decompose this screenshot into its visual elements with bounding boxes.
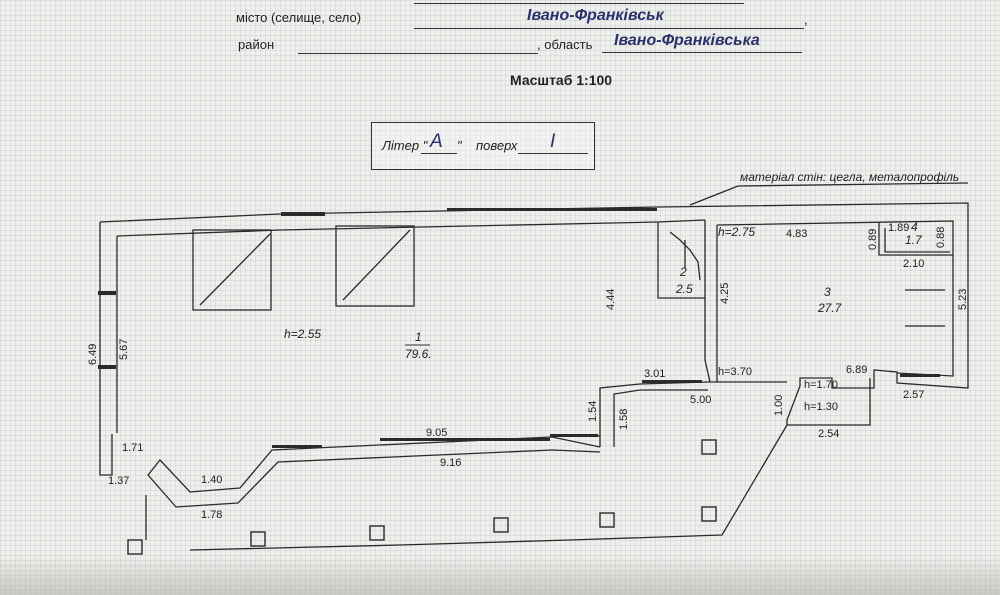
partition-wall [704, 220, 711, 383]
liter-value: A [430, 131, 443, 152]
note-leader [689, 185, 739, 206]
south-wall [599, 381, 787, 447]
room-4-number: 4 [911, 220, 918, 234]
floor-underline [518, 153, 588, 154]
yard-line [189, 424, 788, 551]
dim-1-78: 1.78 [201, 509, 222, 521]
dim-h-1-70: h=1.70 [804, 379, 838, 391]
inner-wall-top [116, 219, 706, 237]
window-markers [98, 208, 940, 448]
room-4-walls [878, 222, 953, 256]
dim-1-40: 1.40 [201, 474, 222, 486]
liter-label: Літер " [382, 138, 428, 153]
dim-5-67: 5.67 [118, 339, 130, 360]
dim-4-44: 4.44 [605, 289, 617, 310]
south-wall-inner [613, 389, 708, 447]
dim-1-37: 1.37 [108, 475, 129, 487]
liter-close-quote: " [457, 138, 462, 153]
city-value: Івано-Франківськ [527, 7, 664, 24]
liter-underline [421, 153, 457, 154]
outer-wall-left [99, 222, 113, 476]
dim-0-88: 0.88 [935, 227, 947, 248]
oblast-value: Івано-Франківська [614, 32, 760, 49]
door-1 [192, 229, 272, 311]
yard-pillars [127, 439, 717, 555]
door-2-swing [342, 229, 411, 301]
south-facade [147, 436, 601, 508]
room-3-number: 3 [824, 285, 831, 299]
floor-value: I [550, 131, 556, 152]
room-4-area: 1.7 [905, 233, 923, 247]
dim-4-25: 4.25 [719, 283, 731, 304]
room-3-height: h=2.75 [718, 225, 755, 239]
room-1-area: 79.6. [405, 347, 432, 361]
district-underline [298, 53, 538, 54]
top-cut-line [414, 3, 744, 4]
dim-2-10: 2.10 [903, 258, 924, 270]
room-2-number: 2 [679, 265, 687, 279]
city-label: місто (селище, село) [236, 10, 362, 25]
dim-1-71: 1.71 [122, 442, 143, 454]
dim-4-83: 4.83 [786, 228, 807, 240]
dim-6-49: 6.49 [87, 344, 99, 365]
stair-room [657, 222, 705, 299]
dim-h-1-30: h=1.30 [804, 401, 838, 413]
oblast-underline [602, 52, 802, 53]
dim-6-89: 6.89 [846, 364, 867, 376]
city-comma: , [804, 12, 808, 27]
outer-wall [99, 202, 969, 426]
stair-steps [669, 231, 701, 281]
room-2-area: 2.5 [675, 282, 693, 296]
room-4-inner [884, 228, 950, 253]
dim-1-00: 1.00 [773, 395, 785, 416]
dim-1-58: 1.58 [618, 409, 630, 430]
room-1-number: 1 [415, 330, 422, 344]
floor-label: поверх [476, 138, 518, 153]
oblast-label: , область [537, 37, 593, 52]
dim-1-54: 1.54 [587, 401, 599, 422]
room-3-area: 27.7 [817, 301, 843, 315]
dim-5-23: 5.23 [957, 289, 969, 310]
dim-9-05: 9.05 [426, 427, 447, 439]
letter-floor-box: Літер " A " поверх I [371, 122, 595, 170]
district-label: район [238, 37, 275, 52]
dim-3-01: 3.01 [644, 368, 665, 380]
dim-5-00: 5.00 [690, 394, 711, 406]
dim-9-16: 9.16 [440, 457, 461, 469]
material-note: матеріал стін: цегла, металопрофіль [740, 170, 959, 184]
note-underline [737, 182, 969, 187]
scale-label: Масштаб 1:100 [510, 72, 613, 88]
dim-h-3-70: h=3.70 [718, 366, 752, 378]
dim-1-89: 1.89 [888, 222, 909, 234]
door-1-swing [199, 233, 271, 306]
page-shadow [0, 555, 1000, 595]
room-1-height: h=2.55 [284, 327, 321, 341]
dim-0-89: 0.89 [867, 229, 879, 250]
city-underline [414, 28, 804, 29]
dim-2-54: 2.54 [818, 428, 839, 440]
door-2 [335, 225, 415, 307]
dim-2-57: 2.57 [903, 389, 924, 401]
